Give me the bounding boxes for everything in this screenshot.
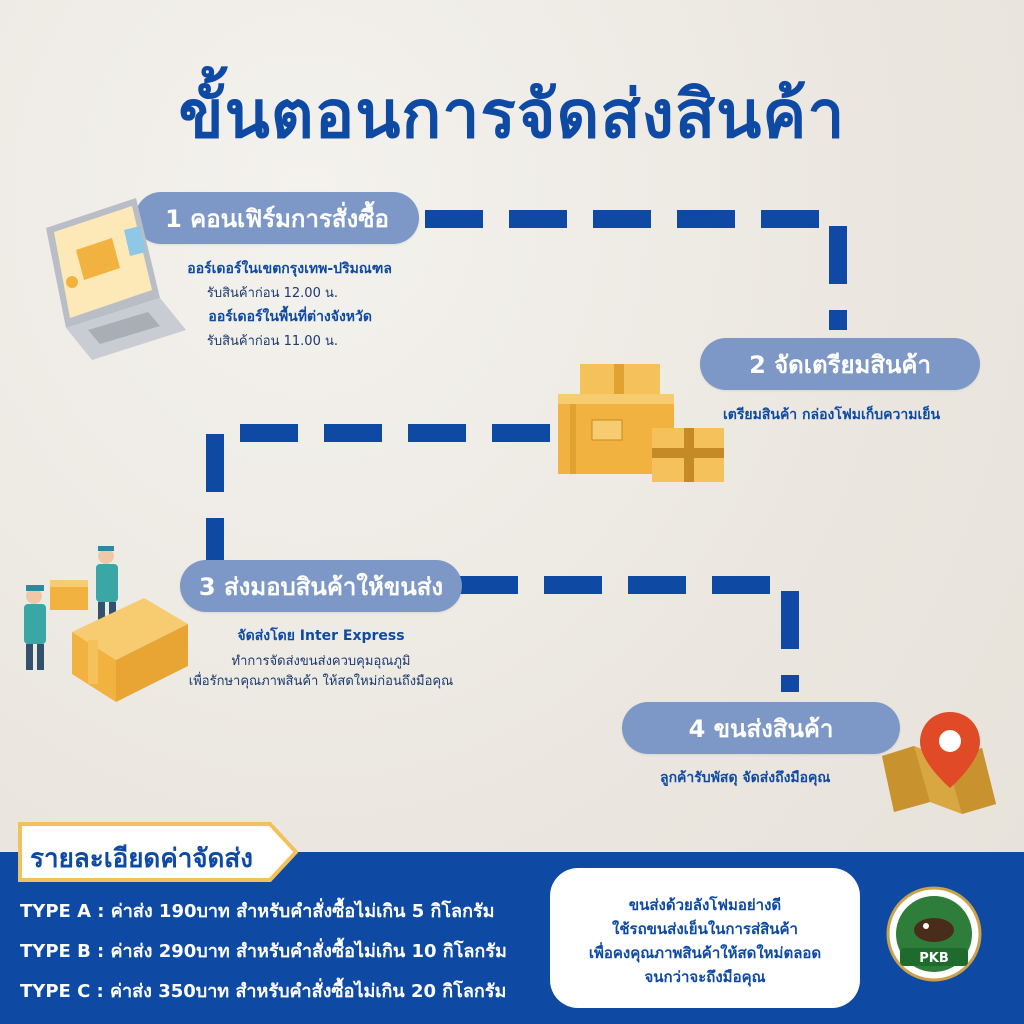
delivery-people-icon xyxy=(24,546,188,702)
step-4-line-1: ลูกค้ารับพัสดุ จัดส่งถึงมือคุณ xyxy=(660,770,831,786)
step-1-line-1: ออร์เดอร์ในเขตกรุงเทพ-ปริมณฑล xyxy=(187,261,392,277)
step-1-pill: 1 คอนเฟิร์มการสั่งซื้อ xyxy=(135,192,419,244)
step-3-pill: 3 ส่งมอบสินค้าให้ขนส่ง xyxy=(180,560,462,612)
route-segment-1 xyxy=(425,210,847,330)
map-pin-icon xyxy=(882,712,996,814)
step-3-line-1: จัดส่งโดย Inter Express xyxy=(237,628,405,644)
step-3-line-3: เพื่อรักษาคุณภาพสินค้า ให้สดใหม่ก่อนถึงม… xyxy=(188,674,454,689)
page-title: ขั้นตอนการจัดส่งสินค้า xyxy=(178,76,846,153)
note-line-2: ใช้รถขนส่งเย็นในการส่สินค้า xyxy=(612,920,798,938)
step-2-label: 2 จัดเตรียมสินค้า xyxy=(749,350,931,379)
note-card xyxy=(550,868,860,1008)
note-line-3: เพื่อคงคุณภาพสินค้าให้สดใหม่ตลอด xyxy=(588,944,822,962)
note-line-1: ขนส่งด้วยลังโฟมอย่างดี xyxy=(628,896,782,914)
note-line-4: จนกว่าจะถึงมือคุณ xyxy=(644,968,766,986)
shipping-type-c: TYPE C : ค่าส่ง 350บาท สำหรับคำสั่งซื้อไ… xyxy=(20,981,507,1002)
step-1-label: 1 คอนเฟิร์มการสั่งซื้อ xyxy=(165,204,389,233)
pkb-logo-icon: PKB xyxy=(886,886,982,982)
shipping-type-b: TYPE B : ค่าส่ง 290บาท สำหรับคำสั่งซื้อไ… xyxy=(20,941,507,962)
shipping-type-a: TYPE A : ค่าส่ง 190บาท สำหรับคำสั่งซื้อไ… xyxy=(20,901,495,922)
shipping-details-heading: รายละเอียดค่าจัดส่ง xyxy=(30,844,253,874)
boxes-icon xyxy=(558,364,724,482)
step-2-line-1: เตรียมสินค้า กล่องโฟมเก็บความเย็น xyxy=(723,407,941,423)
step-3-line-2: ทำการจัดส่งขนส่งควบคุมอุณภูมิ xyxy=(231,654,411,669)
step-2-pill: 2 จัดเตรียมสินค้า xyxy=(700,338,980,390)
step-4-pill: 4 ขนส่งสินค้า xyxy=(622,702,900,754)
step-1-line-2: รับสินค้าก่อน 12.00 น. xyxy=(206,286,338,301)
step-1-line-3: ออร์เดอร์ในพื้นที่ต่างจังหวัด xyxy=(208,309,372,325)
step-1-line-4: รับสินค้าก่อน 11.00 น. xyxy=(206,334,338,349)
logo-text: PKB xyxy=(919,951,949,966)
laptop-icon xyxy=(46,198,186,360)
step-3-label: 3 ส่งมอบสินค้าให้ขนส่ง xyxy=(198,572,444,601)
route-segment-2 xyxy=(206,424,550,565)
route-segment-3 xyxy=(460,576,799,692)
step-4-label: 4 ขนส่งสินค้า xyxy=(688,714,834,743)
details-tab-shape xyxy=(18,822,298,882)
